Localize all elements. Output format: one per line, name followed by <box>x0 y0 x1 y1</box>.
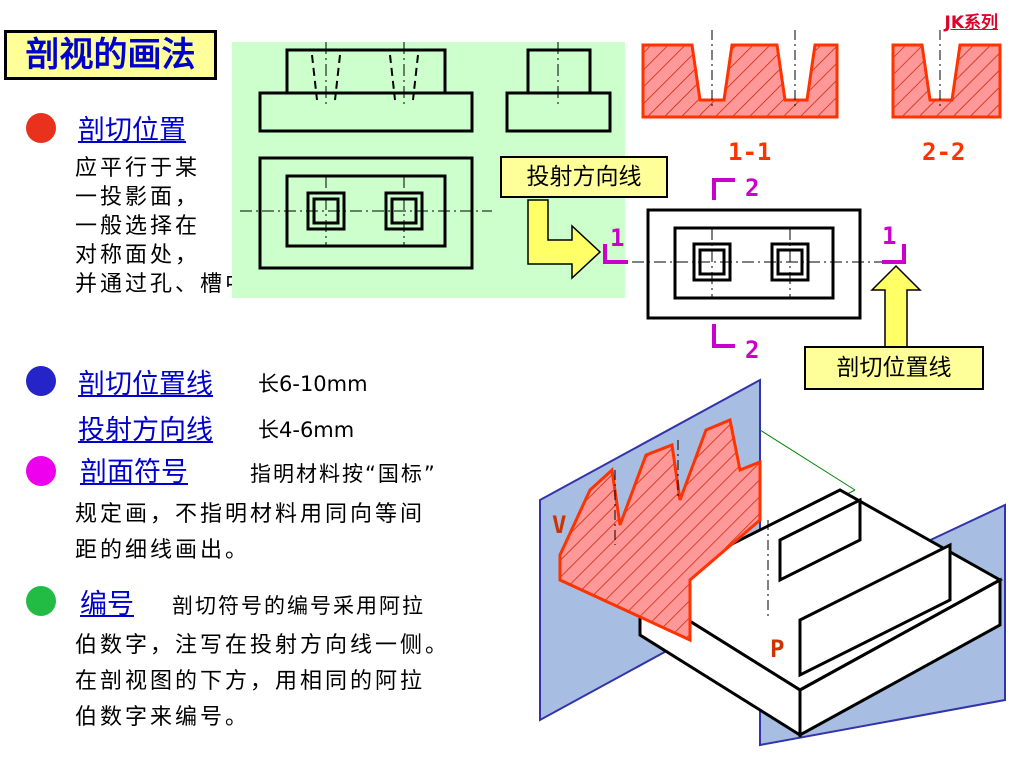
label-section-2-2: 2-2 <box>922 138 965 166</box>
projection-line-length: 长4-6mm <box>258 418 355 442</box>
label-mark-2-top: 2 <box>745 174 759 202</box>
label-plane-p: P <box>770 635 784 663</box>
heading-section-symbol: 剖面符号 <box>80 457 188 488</box>
heading-cut-position: 剖切位置 <box>78 115 186 146</box>
cut-line-callout: 剖切位置线 <box>804 346 984 390</box>
heading-numbering: 编号 <box>80 589 134 620</box>
label-plane-v: V <box>552 511 566 539</box>
numbering-intro: 剖切符号的编号采用阿拉 <box>172 594 425 618</box>
projection-line-callout: 投射方向线 <box>500 156 668 198</box>
section-symbol-intro: 指明材料按“国标” <box>250 462 437 486</box>
heading-cut-line: 剖切位置线 <box>78 369 213 400</box>
center-lines <box>240 42 559 246</box>
label-mark-1-left: 1 <box>610 224 624 252</box>
text-line: 一般选择在 <box>75 214 201 239</box>
red-bullet <box>26 113 56 143</box>
text-line: 对称面处， <box>75 243 201 268</box>
label-mark-2-bottom: 2 <box>745 336 759 364</box>
text-line: 应平行于某 <box>75 156 201 181</box>
text-line: 距的细线画出。 <box>75 538 251 563</box>
green-bullet <box>26 586 56 616</box>
label-mark-1-right: 1 <box>882 222 896 250</box>
text-line: 规定画，不指明材料用同向等间 <box>75 502 426 527</box>
marked-top-view <box>646 208 862 320</box>
magenta-bullet <box>26 456 56 486</box>
text-line: 在剖视图的下方，用相同的阿拉 <box>75 669 426 694</box>
cut-line-arrow-icon <box>870 264 922 356</box>
isometric-section-face <box>558 417 762 643</box>
section-1-1-view <box>641 43 839 119</box>
page-title: 剖视的画法 <box>4 30 217 80</box>
front-view-hidden-lines <box>311 54 419 101</box>
top-view <box>258 156 474 270</box>
text-line: 伯数字来编号。 <box>75 705 251 730</box>
cut-line-length: 长6-10mm <box>258 372 368 396</box>
front-view <box>258 48 474 133</box>
section-2-2-view <box>891 43 1002 119</box>
brand-label: JK系列 <box>944 13 999 33</box>
label-section-1-1: 1-1 <box>728 138 771 166</box>
heading-projection-line: 投射方向线 <box>78 415 213 446</box>
numbering-text: 伯数字，注写在投射方向线一侧。 在剖视图的下方，用相同的阿拉 伯数字来编号。 <box>75 628 450 736</box>
projection-arrow-icon <box>527 199 602 280</box>
blue-bullet <box>26 366 56 396</box>
section-symbol-text: 规定画，不指明材料用同向等间 距的细线画出。 <box>75 497 425 569</box>
text-line: 一投影面， <box>75 185 201 210</box>
cutting-plane-marks <box>603 178 906 348</box>
text-line: 伯数字，注写在投射方向线一侧。 <box>75 633 451 658</box>
